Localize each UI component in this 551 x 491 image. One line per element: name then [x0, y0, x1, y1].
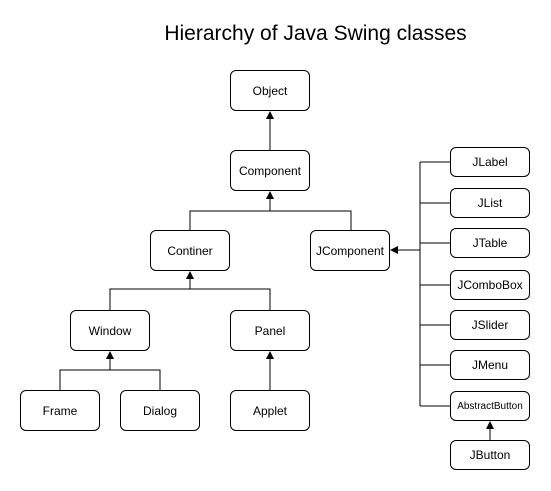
node-dialog: Dialog: [120, 390, 200, 431]
node-object: Object: [230, 70, 310, 111]
edge-continer-component: [189, 210, 352, 230]
node-window: Window: [70, 310, 150, 351]
node-jtable: JTable: [450, 228, 530, 258]
node-panel: Panel: [230, 310, 310, 351]
diagram-title: Hierarchy of Java Swing classes: [164, 22, 467, 45]
node-applet: Applet: [230, 390, 310, 431]
node-jcombobox: JComboBox: [450, 270, 530, 300]
node-component: Component: [230, 150, 310, 191]
node-jlist: JList: [450, 188, 530, 218]
node-jmenu: JMenu: [450, 350, 530, 380]
edge-frame-window: [59, 369, 161, 390]
node-jlabel: JLabel: [450, 147, 530, 177]
node-continer: Continer: [150, 230, 230, 271]
edge-window-continer: [109, 288, 271, 310]
node-jbutton: JButton: [450, 440, 530, 470]
node-frame: Frame: [20, 390, 100, 431]
node-jcomponent: JComponent: [310, 230, 390, 271]
node-jslider: JSlider: [450, 310, 530, 340]
node-abstractbutton: AbstractButton: [450, 391, 530, 421]
